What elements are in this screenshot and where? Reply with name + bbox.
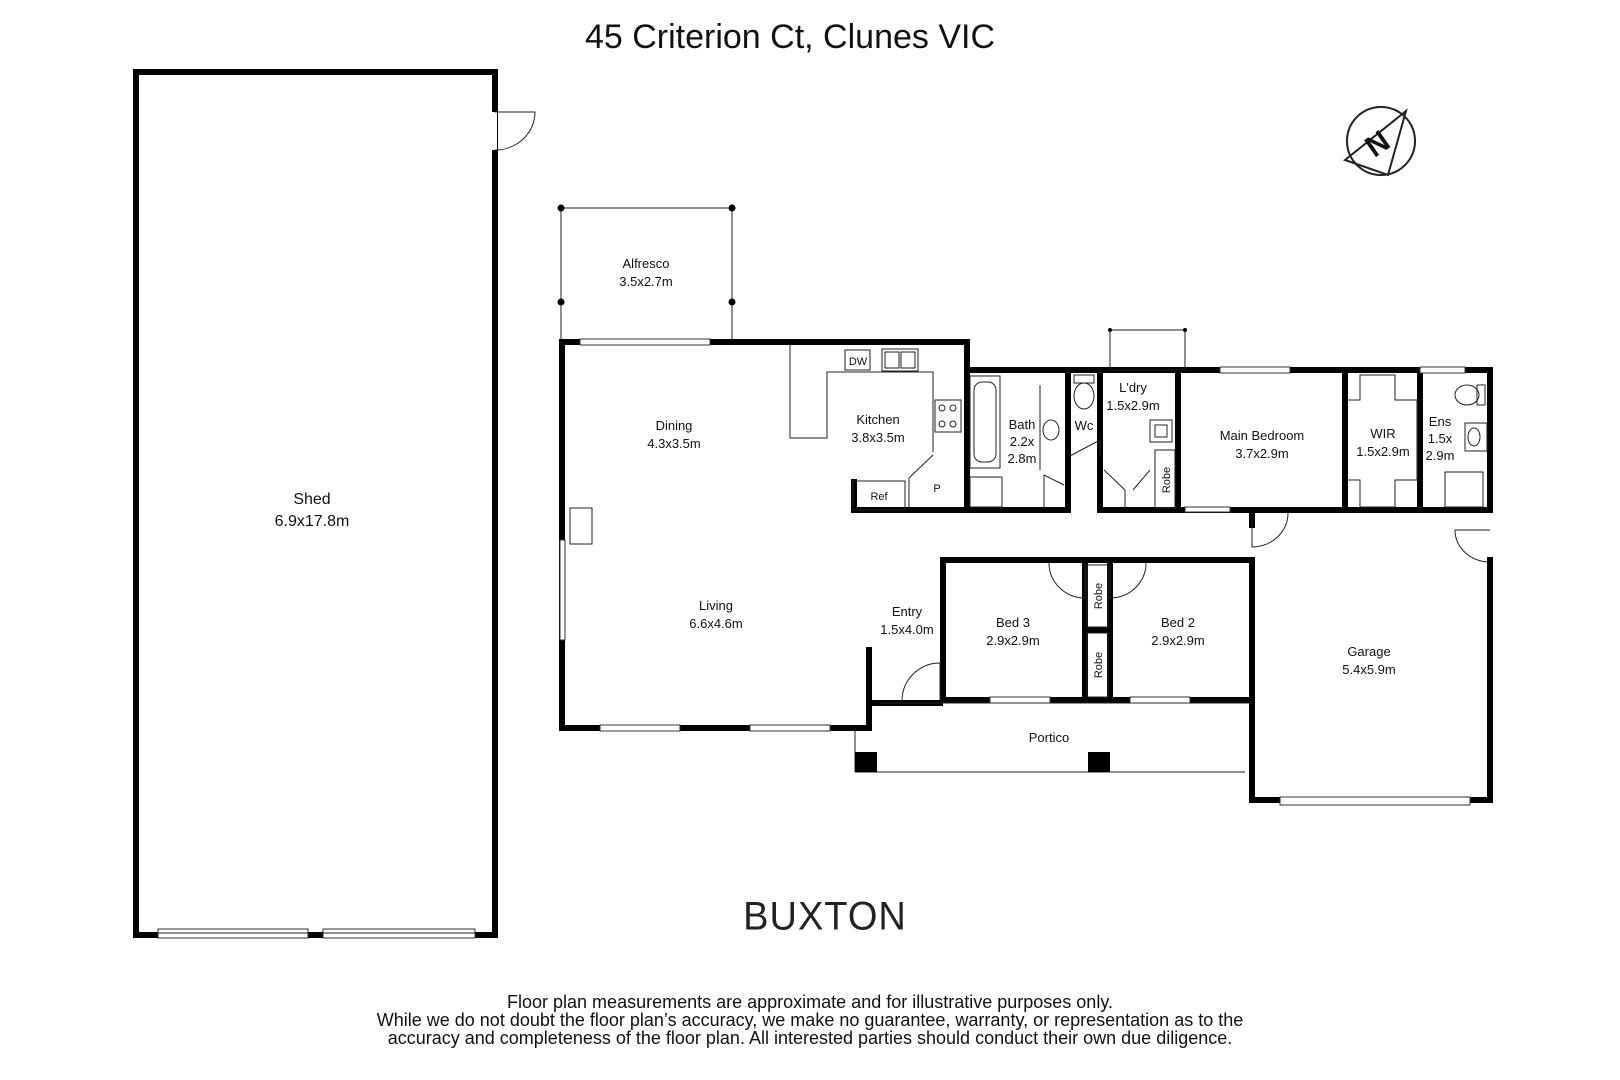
bathtub-icon bbox=[969, 375, 1001, 469]
disclaimer-line-2: While we do not doubt the floor plan’s a… bbox=[376, 1010, 1244, 1030]
cooktop-icon bbox=[934, 399, 962, 433]
garage-side-door bbox=[1454, 529, 1491, 563]
ens-basin-icon bbox=[1464, 422, 1488, 452]
disclaimer-line-1: Floor plan measurements are approximate … bbox=[507, 992, 1113, 1012]
bedroom-block: Robe Robe Bed 3 2.9x2.9m Bed 2 2.9x2.9m bbox=[986, 562, 1205, 698]
bed2-size: 2.9x2.9m bbox=[1151, 633, 1204, 648]
wir-label: WIR bbox=[1370, 426, 1395, 441]
bed3-label: Bed 3 bbox=[996, 615, 1030, 630]
laundry-fixtures: Robe L'dry 1.5x2.9m bbox=[1103, 328, 1187, 509]
entry-size: 1.5x4.0m bbox=[880, 622, 933, 637]
main-bedroom-door bbox=[1251, 512, 1289, 548]
dining-size: 4.3x3.5m bbox=[647, 436, 700, 451]
bath-size-2: 2.8m bbox=[1008, 451, 1037, 466]
laundry-robe-label: Robe bbox=[1161, 467, 1173, 493]
ens-label: Ens bbox=[1429, 414, 1452, 429]
bed2-door bbox=[1109, 562, 1147, 599]
basin-icon bbox=[1042, 419, 1060, 441]
alfresco-label: Alfresco bbox=[623, 256, 670, 271]
ensuite-fixtures: Ens 1.5x 2.9m bbox=[1426, 384, 1488, 508]
laundry-robe bbox=[1154, 449, 1176, 509]
shower-icon bbox=[969, 476, 1003, 508]
entry-door bbox=[901, 662, 941, 701]
shed-label: Shed bbox=[293, 491, 330, 508]
north-label: N bbox=[1360, 124, 1397, 163]
shed-walls bbox=[133, 69, 498, 938]
alfresco: Alfresco 3.5x2.7m bbox=[557, 204, 736, 343]
wir-fixtures: WIR 1.5x2.9m bbox=[1348, 374, 1418, 508]
living-label: Living bbox=[699, 598, 733, 613]
wc-label: Wc bbox=[1075, 418, 1094, 433]
pantry-label: P bbox=[933, 483, 940, 495]
bed3-door bbox=[1048, 562, 1086, 599]
agency-logo: BUXTON bbox=[743, 894, 907, 940]
north-arrow-icon: N bbox=[1342, 106, 1416, 177]
bath-fixtures: Bath 2.2x 2.8m bbox=[969, 375, 1065, 508]
sink-icon bbox=[881, 348, 919, 372]
shed-structure: Shed 6.9x17.8m bbox=[133, 69, 536, 939]
entry-label: Entry bbox=[892, 604, 923, 619]
disclaimer-line-3: accuracy and completeness of the floor p… bbox=[387, 1028, 1233, 1048]
bath-size-1: 2.2x bbox=[1010, 434, 1035, 449]
trough-icon bbox=[1149, 419, 1173, 443]
dining-label: Dining bbox=[656, 418, 693, 433]
main-bedroom-label: Main Bedroom bbox=[1220, 428, 1305, 443]
laundry-size: 1.5x2.9m bbox=[1106, 398, 1159, 413]
disclaimer: Floor plan measurements are approximate … bbox=[200, 993, 1420, 1047]
wc-fixtures: Wc bbox=[1069, 374, 1101, 457]
wir-size: 1.5x2.9m bbox=[1356, 444, 1409, 459]
garage-label: Garage bbox=[1347, 644, 1390, 659]
ens-toilet-icon bbox=[1454, 384, 1480, 406]
kitchen-fixtures: DW Ref P Kitchen 3.8x3.5m bbox=[789, 345, 962, 511]
fridge-space bbox=[852, 480, 906, 511]
laundry-porch bbox=[1109, 329, 1186, 371]
shed-door bbox=[494, 111, 536, 151]
dishwasher-label: DW bbox=[849, 356, 868, 368]
ens-size-1: 1.5x bbox=[1428, 431, 1453, 446]
alfresco-size: 3.5x2.7m bbox=[619, 274, 672, 289]
bed3-size: 2.9x2.9m bbox=[986, 633, 1039, 648]
robe-lower bbox=[1086, 632, 1109, 698]
living-size: 6.6x4.6m bbox=[689, 616, 742, 631]
plan-title: 45 Criterion Ct, Clunes VIC bbox=[584, 18, 996, 56]
kitchen-size: 3.8x3.5m bbox=[851, 430, 904, 445]
garage-size: 5.4x5.9m bbox=[1342, 662, 1395, 677]
windows bbox=[559, 338, 1471, 806]
ens-shower-icon bbox=[1444, 471, 1484, 508]
portico: Portico bbox=[854, 702, 1252, 773]
main-bedroom-size: 3.7x2.9m bbox=[1235, 446, 1288, 461]
robe-lower-label: Robe bbox=[1093, 652, 1105, 678]
ens-size-2: 2.9m bbox=[1426, 448, 1455, 463]
portico-label: Portico bbox=[1029, 730, 1069, 745]
fireplace-icon bbox=[569, 507, 593, 545]
fridge-label: Ref bbox=[870, 491, 888, 503]
garage-door bbox=[1279, 796, 1471, 806]
kitchen-label: Kitchen bbox=[856, 412, 899, 427]
robe-upper-label: Robe bbox=[1093, 583, 1105, 609]
bed2-label: Bed 2 bbox=[1161, 615, 1195, 630]
laundry-label: L'dry bbox=[1119, 380, 1147, 395]
robe-upper bbox=[1086, 564, 1109, 628]
toilet-icon bbox=[1073, 382, 1095, 410]
shed-size: 6.9x17.8m bbox=[275, 513, 350, 530]
house-walls bbox=[559, 339, 1493, 803]
bath-label: Bath bbox=[1009, 417, 1036, 432]
